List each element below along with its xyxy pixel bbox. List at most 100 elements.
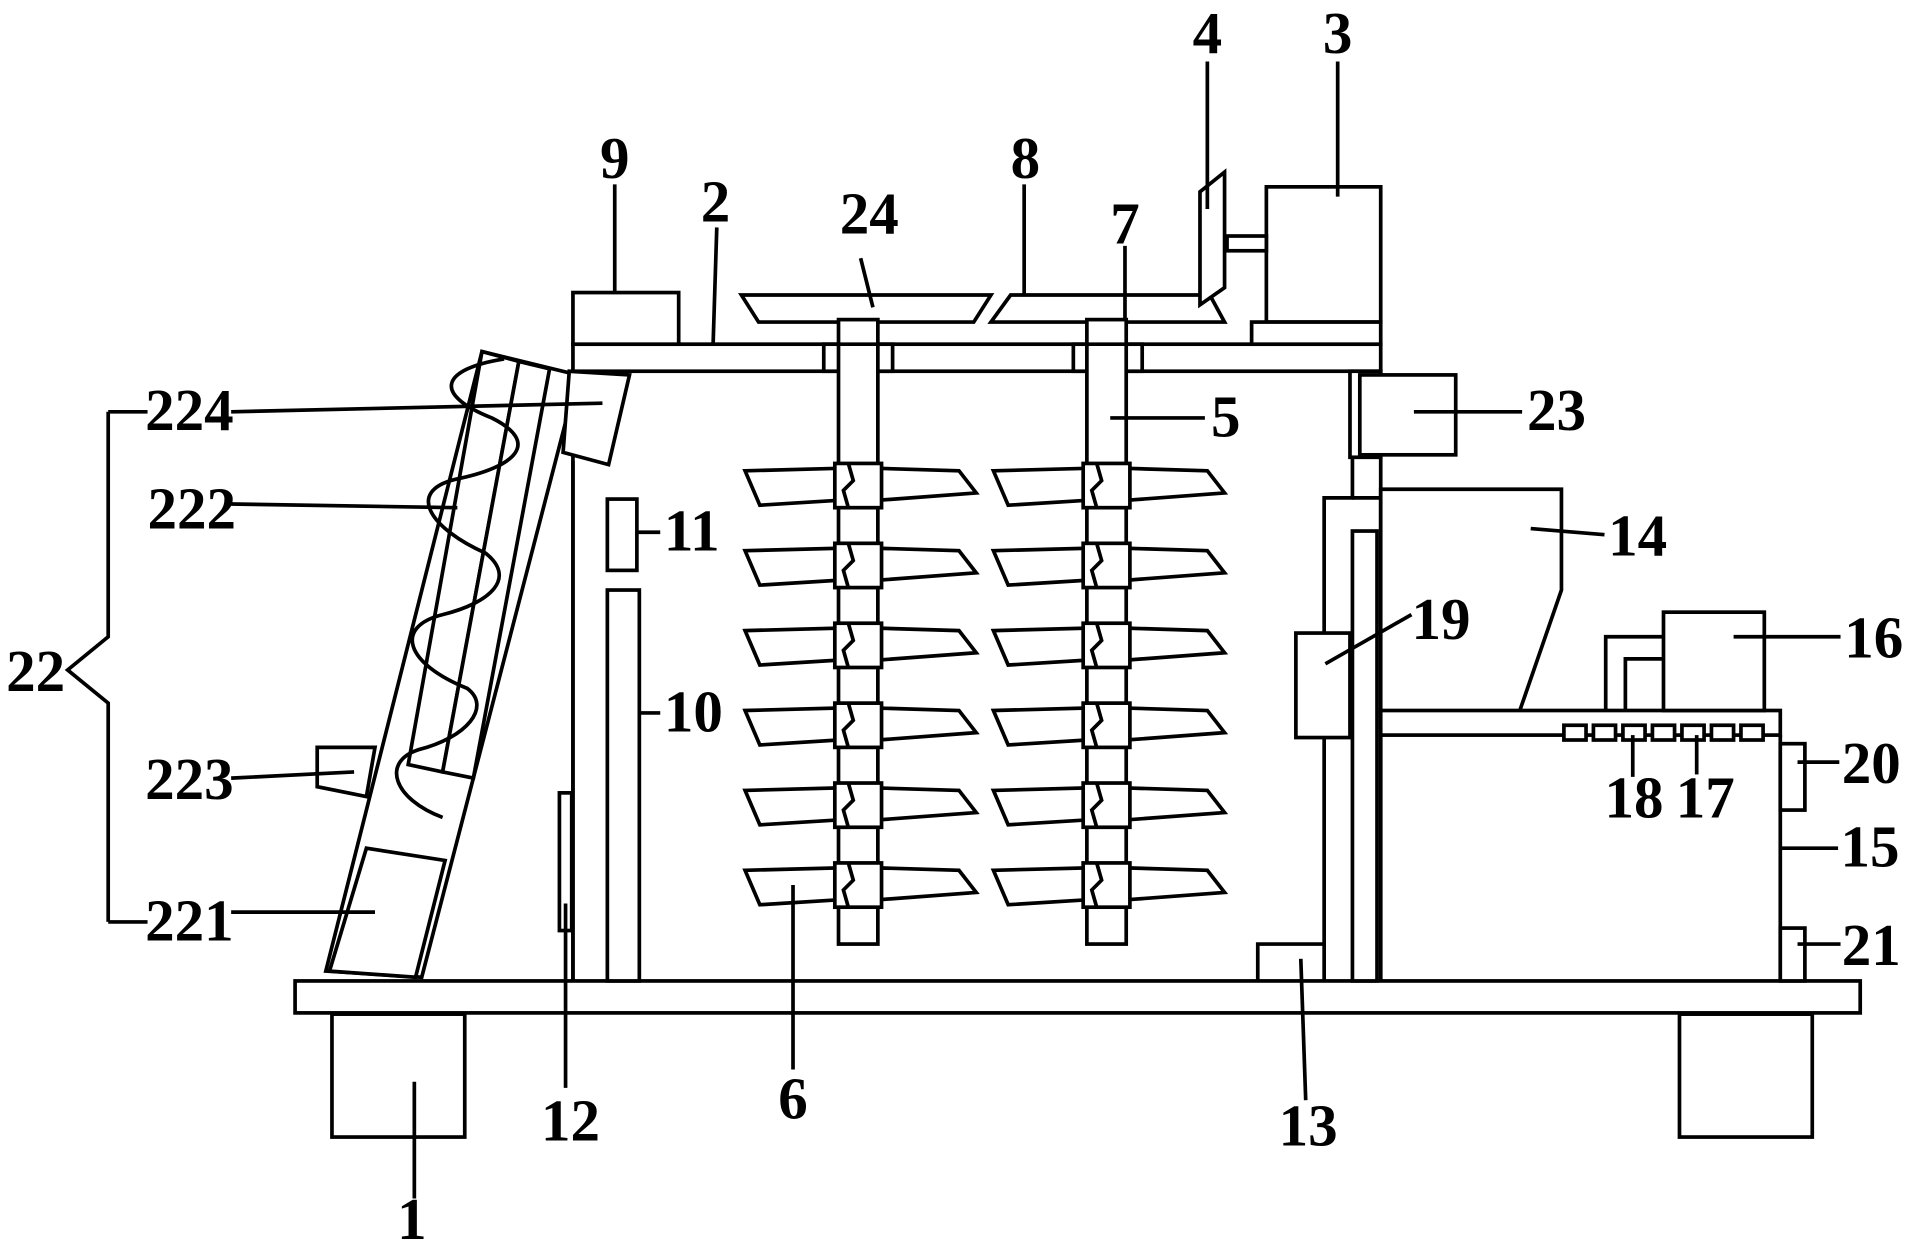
- hub-slot: [841, 622, 856, 668]
- paddle-blade: [1124, 706, 1229, 742]
- label-22: 22: [6, 638, 65, 704]
- label-4: 4: [1193, 0, 1223, 66]
- hub-slot: [1089, 862, 1104, 908]
- pump-16: [1661, 610, 1767, 713]
- label-21: 21: [1842, 912, 1901, 978]
- motor-base: [1249, 320, 1383, 347]
- label-221: 221: [145, 887, 234, 953]
- blade-hub: [1081, 461, 1132, 510]
- nozzles-18: [1562, 723, 1765, 742]
- paddle-blade: [742, 786, 841, 827]
- label-2: 2: [701, 168, 731, 234]
- label-10: 10: [664, 678, 723, 744]
- paddle-blade: [876, 865, 980, 902]
- paddle-blade: [1124, 626, 1229, 663]
- paddle-blade: [1124, 466, 1229, 503]
- paddle-blade: [990, 865, 1089, 907]
- part-labels: 1 2 3 4 5 6 7 8 9 10 11 12 13 14 15 16 1…: [6, 0, 1903, 1244]
- paddle-blade: [876, 626, 980, 663]
- hub-slot: [1089, 462, 1104, 509]
- hub-slot: [1089, 622, 1104, 668]
- paddle-blade: [876, 786, 980, 822]
- blade-hub: [1081, 781, 1132, 830]
- blade-hub: [1081, 541, 1132, 590]
- blade-hub: [1081, 701, 1132, 750]
- part-21: [1778, 926, 1807, 983]
- label-222: 222: [148, 476, 237, 542]
- right-inner-structure: [1255, 369, 1458, 983]
- paddle-blade: [742, 626, 841, 667]
- left-inner-structure: [557, 460, 642, 983]
- paddle-blade: [876, 706, 980, 742]
- label-23: 23: [1527, 377, 1586, 443]
- paddle-blade: [876, 466, 980, 503]
- leader-lines: [64, 61, 1841, 1199]
- paddle-blade: [1124, 865, 1229, 902]
- label-9: 9: [600, 125, 630, 191]
- label-20: 20: [1842, 730, 1901, 796]
- paddle-blade: [742, 546, 841, 588]
- part-11: [605, 497, 639, 573]
- blade-hub: [832, 781, 884, 830]
- screw-feeder-22: [315, 349, 632, 980]
- blade-hub: [1081, 621, 1132, 670]
- label-6: 6: [778, 1066, 808, 1132]
- paddle-blade: [876, 546, 980, 583]
- hub-slot: [841, 542, 856, 589]
- paddle-blade: [990, 786, 1089, 827]
- base-plate: [293, 979, 1863, 1015]
- blade-hub: [1081, 861, 1132, 910]
- label-18: 18: [1604, 764, 1663, 830]
- blade-hub: [832, 621, 884, 670]
- label-14: 14: [1608, 503, 1667, 569]
- tank-15: [1378, 610, 1807, 983]
- label-16: 16: [1844, 605, 1903, 671]
- inlet-224: [561, 369, 632, 467]
- blade-hub: [832, 701, 884, 750]
- feed-hopper-8: [987, 293, 1228, 324]
- hub-slot: [841, 862, 856, 908]
- part-23: [1357, 373, 1458, 457]
- label-224: 224: [145, 377, 234, 443]
- part-4-pulley: [1198, 168, 1227, 309]
- paddle-blade: [742, 466, 841, 508]
- blade-hub: [832, 861, 884, 910]
- part-9-box: [571, 290, 681, 347]
- hub-slot: [1089, 542, 1104, 589]
- label-12: 12: [541, 1088, 600, 1154]
- label-19: 19: [1411, 586, 1470, 652]
- hopper-14: [1378, 487, 1564, 728]
- feed-hopper-24: [738, 293, 995, 324]
- blade-hub: [832, 541, 884, 590]
- label-13: 13: [1279, 1093, 1338, 1159]
- label-8: 8: [1011, 125, 1041, 191]
- label-5: 5: [1211, 383, 1241, 449]
- hub-slot: [841, 702, 856, 748]
- part-10: [605, 588, 642, 983]
- hub-slot: [1089, 702, 1104, 748]
- label-17: 17: [1676, 764, 1735, 830]
- mixing-tank: [571, 342, 1383, 981]
- label-223: 223: [145, 746, 234, 812]
- support-legs: [330, 1012, 1815, 1139]
- hub-slot: [841, 462, 856, 509]
- paddle-blade: [990, 706, 1089, 747]
- blade-hub: [832, 461, 884, 510]
- stirring-shafts: [742, 317, 1229, 946]
- motor-3: [1264, 185, 1383, 324]
- part-19: [1294, 631, 1352, 740]
- paddle-blade: [990, 466, 1089, 508]
- paddle-blade: [742, 706, 841, 747]
- motor-221: [327, 846, 448, 980]
- label-1: 1: [397, 1186, 427, 1244]
- paddle-blade: [990, 546, 1089, 588]
- label-7: 7: [1110, 190, 1140, 256]
- part-20: [1778, 741, 1807, 812]
- label-24: 24: [840, 181, 899, 247]
- paddle-blade: [1124, 786, 1229, 822]
- label-15: 15: [1841, 814, 1900, 880]
- paddle-blade: [1124, 546, 1229, 583]
- hub-slot: [1089, 782, 1104, 828]
- motor-shaft: [1225, 234, 1269, 253]
